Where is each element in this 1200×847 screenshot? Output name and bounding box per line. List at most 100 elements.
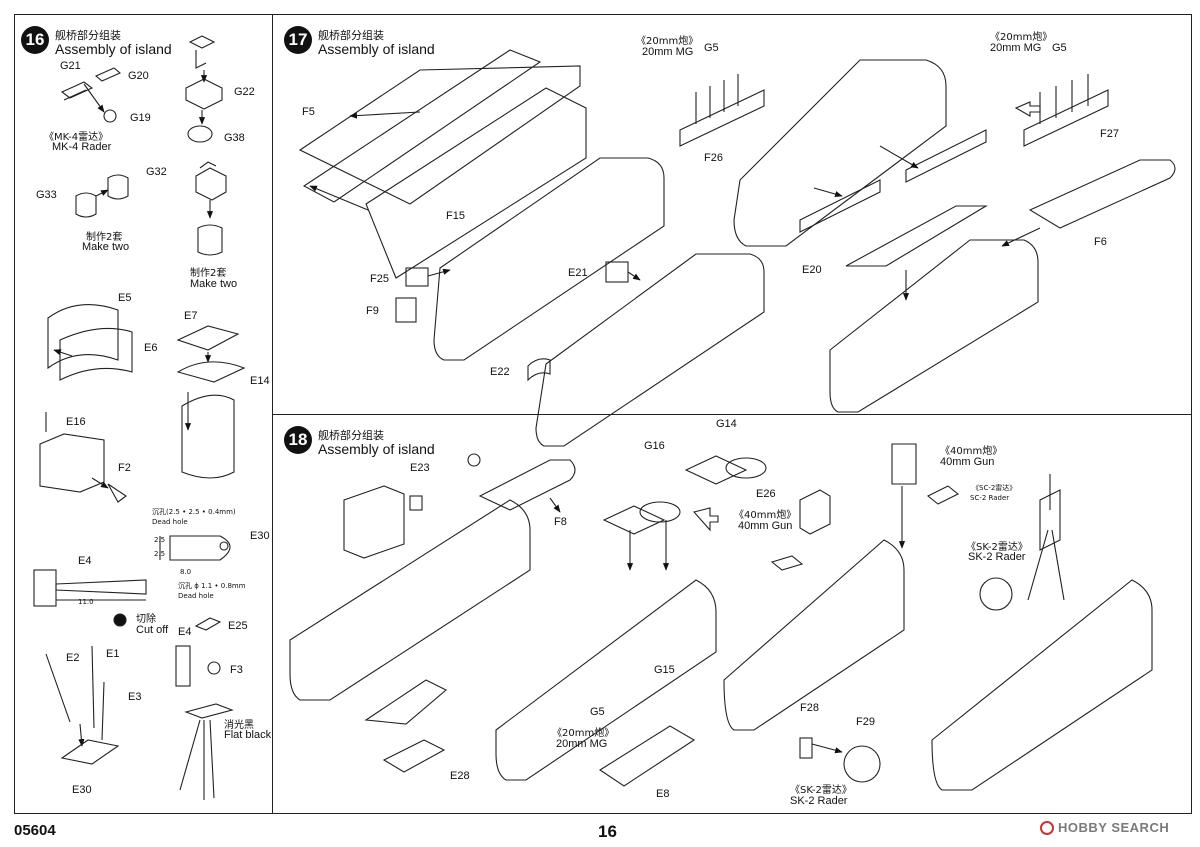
40mm-gun-island-drawing: [723, 443, 960, 731]
dim-8-0: 8.0: [180, 568, 192, 576]
f5-f15-hull-drawing: [298, 49, 587, 279]
part-label-g21: G21: [60, 60, 81, 72]
g5-mg-mount-drawing-b: [1014, 74, 1109, 147]
part-label-f29: F29: [856, 716, 875, 728]
part-label-e1: E1: [106, 648, 120, 660]
mg-label-zh-a: 《20mm炮》: [636, 36, 699, 47]
f28-f29-sk2-drawing: [799, 737, 881, 783]
g32-g33-drawing: [75, 174, 129, 218]
part-label-g32: G32: [146, 166, 167, 178]
part-label-e20: E20: [802, 264, 822, 276]
part-label-g14: G14: [716, 418, 737, 430]
part-label-f25: F25: [370, 273, 389, 285]
part-label-f5: F5: [302, 106, 315, 118]
part-label-f28: F28: [800, 702, 819, 714]
mk4-radar-label-zh: 《MK-4雷达》: [44, 132, 109, 143]
g5-mg-mount-drawing-a: [679, 74, 765, 147]
g22-drawing: [185, 35, 223, 143]
island-with-f25-f9-drawing: [395, 157, 665, 361]
e5-e6-shield-drawing: [47, 304, 133, 381]
mg-label-zh-b: 《20mm炮》: [990, 32, 1053, 43]
sc2-radar-label-zh: 《SC-2雷达》: [972, 484, 1017, 492]
e30-dead-hole-drawing: [159, 535, 231, 561]
make-two-label-en-a: Make two: [82, 241, 130, 253]
step-17-number: 17: [284, 26, 312, 54]
sc2-radar-label-en: SC-2 Rader: [970, 494, 1010, 502]
part-label-e4-bottom: E4: [178, 626, 192, 638]
part-label-e6: E6: [144, 342, 158, 354]
part-label-g5-a: G5: [704, 42, 719, 54]
island-with-f26-drawing: [733, 59, 987, 247]
part-label-g20: G20: [128, 70, 149, 82]
part-label-f9: F9: [366, 305, 379, 317]
step-17-title-zh: 舰桥部分组装: [318, 29, 384, 42]
part-label-e25: E25: [228, 620, 248, 632]
dim-2-5-a: 2.5: [154, 536, 166, 544]
e16-f2-drawing: [39, 412, 127, 503]
part-label-f26: F26: [704, 152, 723, 164]
mk4-radar-drawing: [60, 67, 122, 123]
part-label-e8: E8: [656, 788, 670, 800]
e23-f8-island-drawing: [289, 453, 576, 701]
sk2-radar-label-en-b: SK-2 Rader: [790, 795, 848, 807]
part-label-f15: F15: [446, 210, 465, 222]
make-two-label-en-b: Make two: [190, 278, 238, 290]
cut-off-label-zh: 切除: [136, 614, 156, 625]
e4-cut-off-drawing: [33, 569, 147, 627]
step-18-title-zh: 舰桥部分组装: [318, 429, 384, 442]
part-label-f27: F27: [1100, 128, 1119, 140]
mk4-radar-label-en: MK-4 Rader: [52, 141, 112, 153]
gun-label-en-a: 40mm Gun: [738, 520, 793, 532]
make-two-label-zh-a: 制作2套: [86, 232, 123, 243]
step-18-title-en: Assembly of island: [318, 441, 435, 457]
e1-e2-e3-mast-drawing: [45, 645, 120, 765]
page-number: 16: [598, 822, 617, 841]
dim-2-5-b: 2.5: [154, 550, 166, 558]
sk2-radar-label-zh-b: 《SK-2雷达》: [790, 785, 852, 796]
flat-black-label-en: Flat black: [224, 729, 272, 741]
part-label-e21: E21: [568, 267, 588, 279]
e20-f6-island-drawing: [829, 159, 1176, 413]
gun-label-zh-a: 《40mm炮》: [734, 510, 797, 521]
part-label-g19: G19: [130, 112, 151, 124]
part-label-f8: F8: [554, 516, 567, 528]
step-17-title-en: Assembly of island: [318, 41, 435, 57]
part-label-e7: E7: [184, 310, 198, 322]
watermark-text: HOBBY SEARCH: [1058, 820, 1170, 835]
make-two-label-zh-b: 制作2套: [190, 268, 227, 279]
part-label-e30-top: E30: [250, 530, 270, 542]
part-label-e5: E5: [118, 292, 132, 304]
part-label-g33: G33: [36, 189, 57, 201]
part-label-e2: E2: [66, 652, 80, 664]
step-16-number: 16: [21, 26, 49, 54]
mg-label-en: 20mm MG: [556, 738, 608, 750]
sk2-radar-label-en-a: SK-2 Rader: [968, 551, 1026, 563]
mg-label-en-b: 20mm MG: [990, 42, 1042, 54]
part-label-g22: G22: [234, 86, 255, 98]
g5-g15-mg-island-drawing: [364, 520, 717, 787]
part-label-e28: E28: [450, 770, 470, 782]
step-18-panel: [272, 414, 1192, 814]
part-label-f6: F6: [1094, 236, 1107, 248]
flat-black-label-zh: 消光黑: [224, 720, 254, 731]
e25-f3-tripod-drawing: [175, 617, 234, 800]
watermark: HOBBY SEARCH: [1040, 820, 1169, 835]
part-label-g15: G15: [654, 664, 675, 676]
sc2-sk2-radar-island-drawing: [931, 474, 1153, 791]
part-label-e23: E23: [410, 462, 430, 474]
gun-label-zh-b: 《40mm炮》: [940, 446, 1003, 457]
part-label-g16: G16: [644, 440, 665, 452]
dead-hole-2-en: Dead hole: [178, 592, 214, 600]
part-label-g5-b: G5: [1052, 42, 1067, 54]
part-label-g38: G38: [224, 132, 245, 144]
gun-label-en-b: 40mm Gun: [940, 456, 995, 468]
step-16-title-zh: 舰桥部分组装: [55, 29, 121, 42]
part-label-e16: E16: [66, 416, 86, 428]
dead-hole-2-zh: 沉孔 ɸ 1.1 • 0.8mm: [178, 582, 246, 590]
part-label-e3: E3: [128, 691, 142, 703]
e7-e14-drawing: [176, 325, 246, 479]
sk2-radar-label-zh-a: 《SK-2雷达》: [966, 542, 1028, 553]
part-label-e4-top: E4: [78, 555, 92, 567]
tower-drawing: [195, 161, 227, 256]
